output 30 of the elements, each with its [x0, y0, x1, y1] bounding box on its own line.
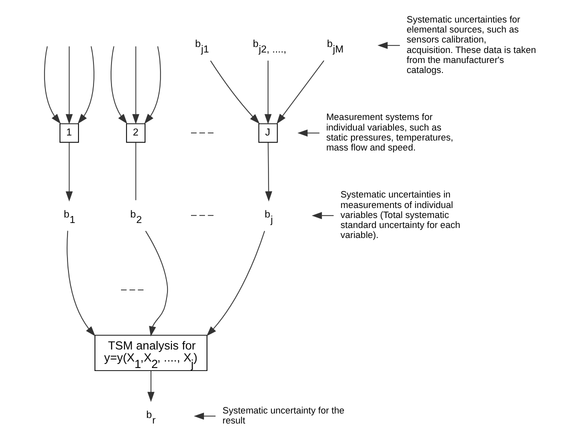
- connector: [135, 142, 136, 201]
- arrow: [210, 60, 260, 124]
- node-text: Measurement systems for individual variables, such as static pressures, temperatures, mass flow and speed.: [326, 112, 454, 153]
- node-text: Systematic uncertainties in measurements of individual variables (Total systematic standard uncertainty for each variable).: [340, 190, 460, 240]
- arrow: [147, 370, 154, 402]
- arrow: [145, 230, 168, 336]
- node-text: Systematic uncertainty for the result: [222, 405, 344, 426]
- node-text: Systematic uncertainties for elemental sources, such as sensors calibration, acquisition. These data is taken from the manufacturer's catalogs.: [406, 14, 536, 76]
- arrow: [276, 60, 324, 124]
- arrow: [265, 142, 272, 202]
- node-box: 2: [126, 123, 146, 143]
- label: – – –: [190, 128, 214, 139]
- node-box: J: [258, 123, 278, 143]
- arrow: [132, 46, 140, 124]
- arrow: [66, 142, 73, 202]
- arrow: [66, 46, 73, 124]
- arrow: [66, 230, 96, 336]
- label: – – –: [190, 210, 214, 222]
- arrow: [312, 212, 334, 220]
- arrow: [378, 42, 400, 49]
- arrow: [264, 60, 272, 124]
- node-box: 1: [60, 123, 79, 143]
- arrow: [78, 46, 94, 124]
- label: – – –: [121, 284, 144, 296]
- arrow: [206, 230, 266, 336]
- arrow: [194, 412, 216, 420]
- arrow: [44, 46, 61, 124]
- arrow: [297, 129, 320, 137]
- arrow: [110, 46, 128, 124]
- arrow: [144, 46, 161, 124]
